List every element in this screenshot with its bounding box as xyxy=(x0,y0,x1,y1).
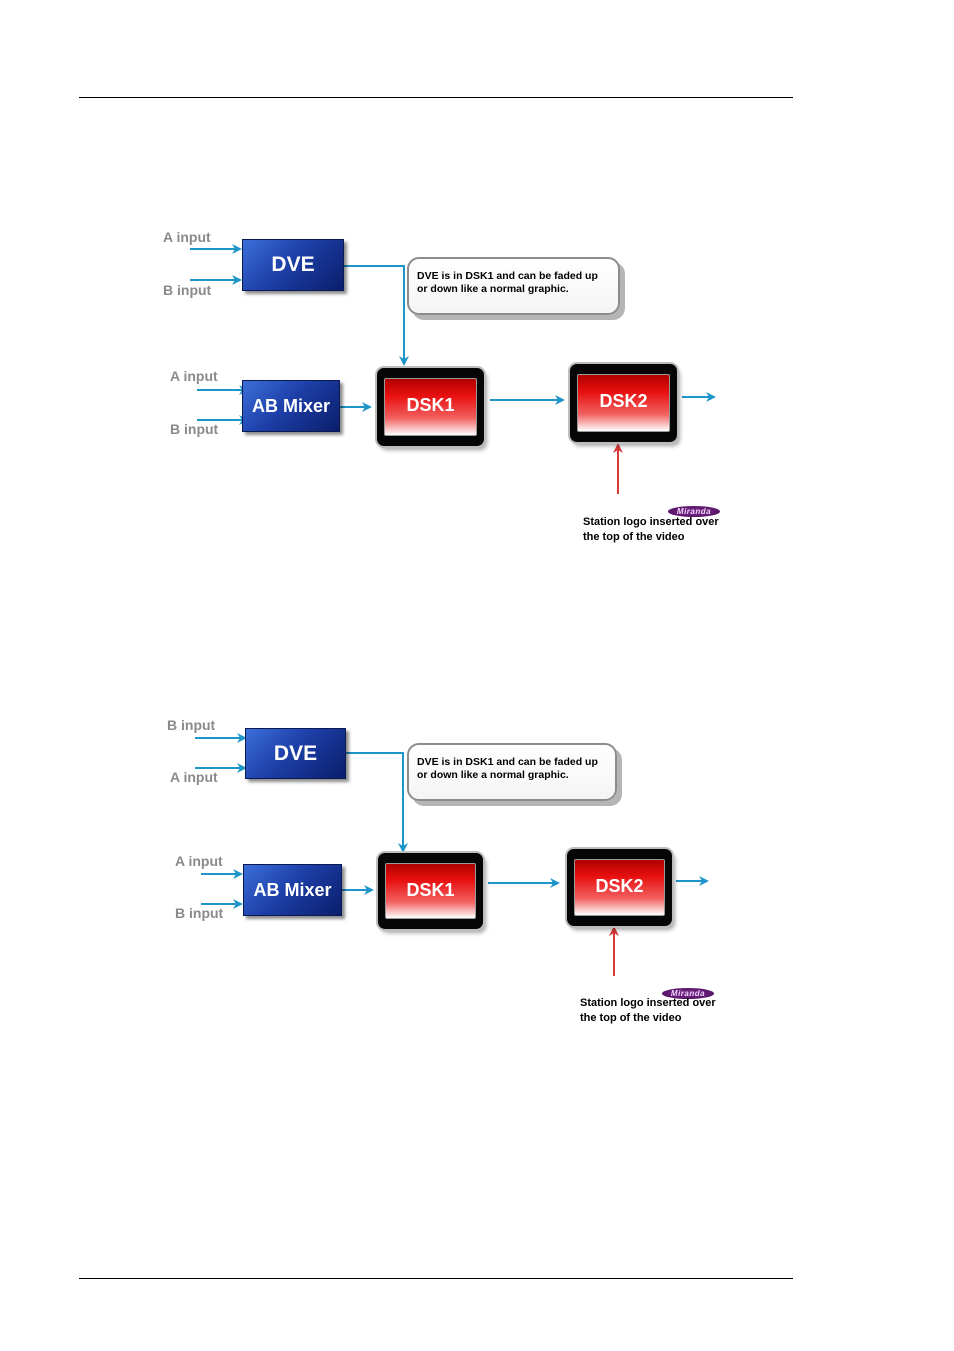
mixer-input-b-label: B input xyxy=(175,905,224,921)
dsk2-box: DSK2 xyxy=(567,849,672,926)
dsk1-label: DSK1 xyxy=(385,863,476,919)
dsk1-box: DSK1 xyxy=(378,853,483,929)
mixer-input-a-label: A input xyxy=(175,853,223,869)
miranda-logo: Miranda xyxy=(668,506,720,517)
miranda-logo: Miranda xyxy=(662,988,714,999)
logo-note: Station logo inserted over the top of th… xyxy=(580,996,716,1026)
ab-mixer-box: AB Mixer xyxy=(242,380,340,432)
dve-callout: DVE is in DSK1 and can be faded up or do… xyxy=(407,257,620,315)
dve-box: DVE xyxy=(242,239,344,291)
ab-mixer-box: AB Mixer xyxy=(243,864,342,916)
dsk2-label: DSK2 xyxy=(574,859,665,916)
note-line-1: Station logo inserted over xyxy=(580,997,716,1009)
diagram-1-connectors xyxy=(190,244,716,494)
dve-box: DVE xyxy=(245,728,346,779)
dve-to-dsk1-arrow xyxy=(343,265,409,366)
callout-line-2: or down like a normal graphic. xyxy=(417,283,569,295)
dve-input-a-label: A input xyxy=(170,769,218,785)
mixer-input-a-label: A input xyxy=(170,368,218,384)
logo-note: Station logo inserted over the top of th… xyxy=(583,515,719,545)
callout-line-1: DVE is in DSK1 and can be faded up xyxy=(417,756,598,768)
dve-input-b-label: B input xyxy=(163,282,212,298)
header-rule xyxy=(79,97,793,98)
dsk2-box: DSK2 xyxy=(570,364,677,442)
mixer-input-b-label: B input xyxy=(170,421,219,437)
signal-flow-diagram-2: B input A input DVE A input B input AB M… xyxy=(0,0,954,1024)
callout-line-1: DVE is in DSK1 and can be faded up xyxy=(417,270,598,282)
note-line-2: the top of the video xyxy=(583,531,685,543)
dsk2-label: DSK2 xyxy=(577,374,670,432)
footer-rule xyxy=(79,1278,793,1279)
dve-input-b-label: B input xyxy=(167,717,216,733)
dve-to-dsk1-arrow xyxy=(345,752,408,853)
dsk1-label: DSK1 xyxy=(384,378,477,436)
dve-callout: DVE is in DSK1 and can be faded up or do… xyxy=(407,743,617,801)
dsk1-box: DSK1 xyxy=(377,368,484,446)
diagram-2-connectors xyxy=(195,733,709,976)
note-line-2: the top of the video xyxy=(580,1012,682,1024)
callout-line-2: or down like a normal graphic. xyxy=(417,769,569,781)
note-line-1: Station logo inserted over xyxy=(583,516,719,528)
dve-input-a-label: A input xyxy=(163,229,211,245)
signal-flow-diagram-1: A input B input DVE A input B input AB M… xyxy=(0,0,954,543)
